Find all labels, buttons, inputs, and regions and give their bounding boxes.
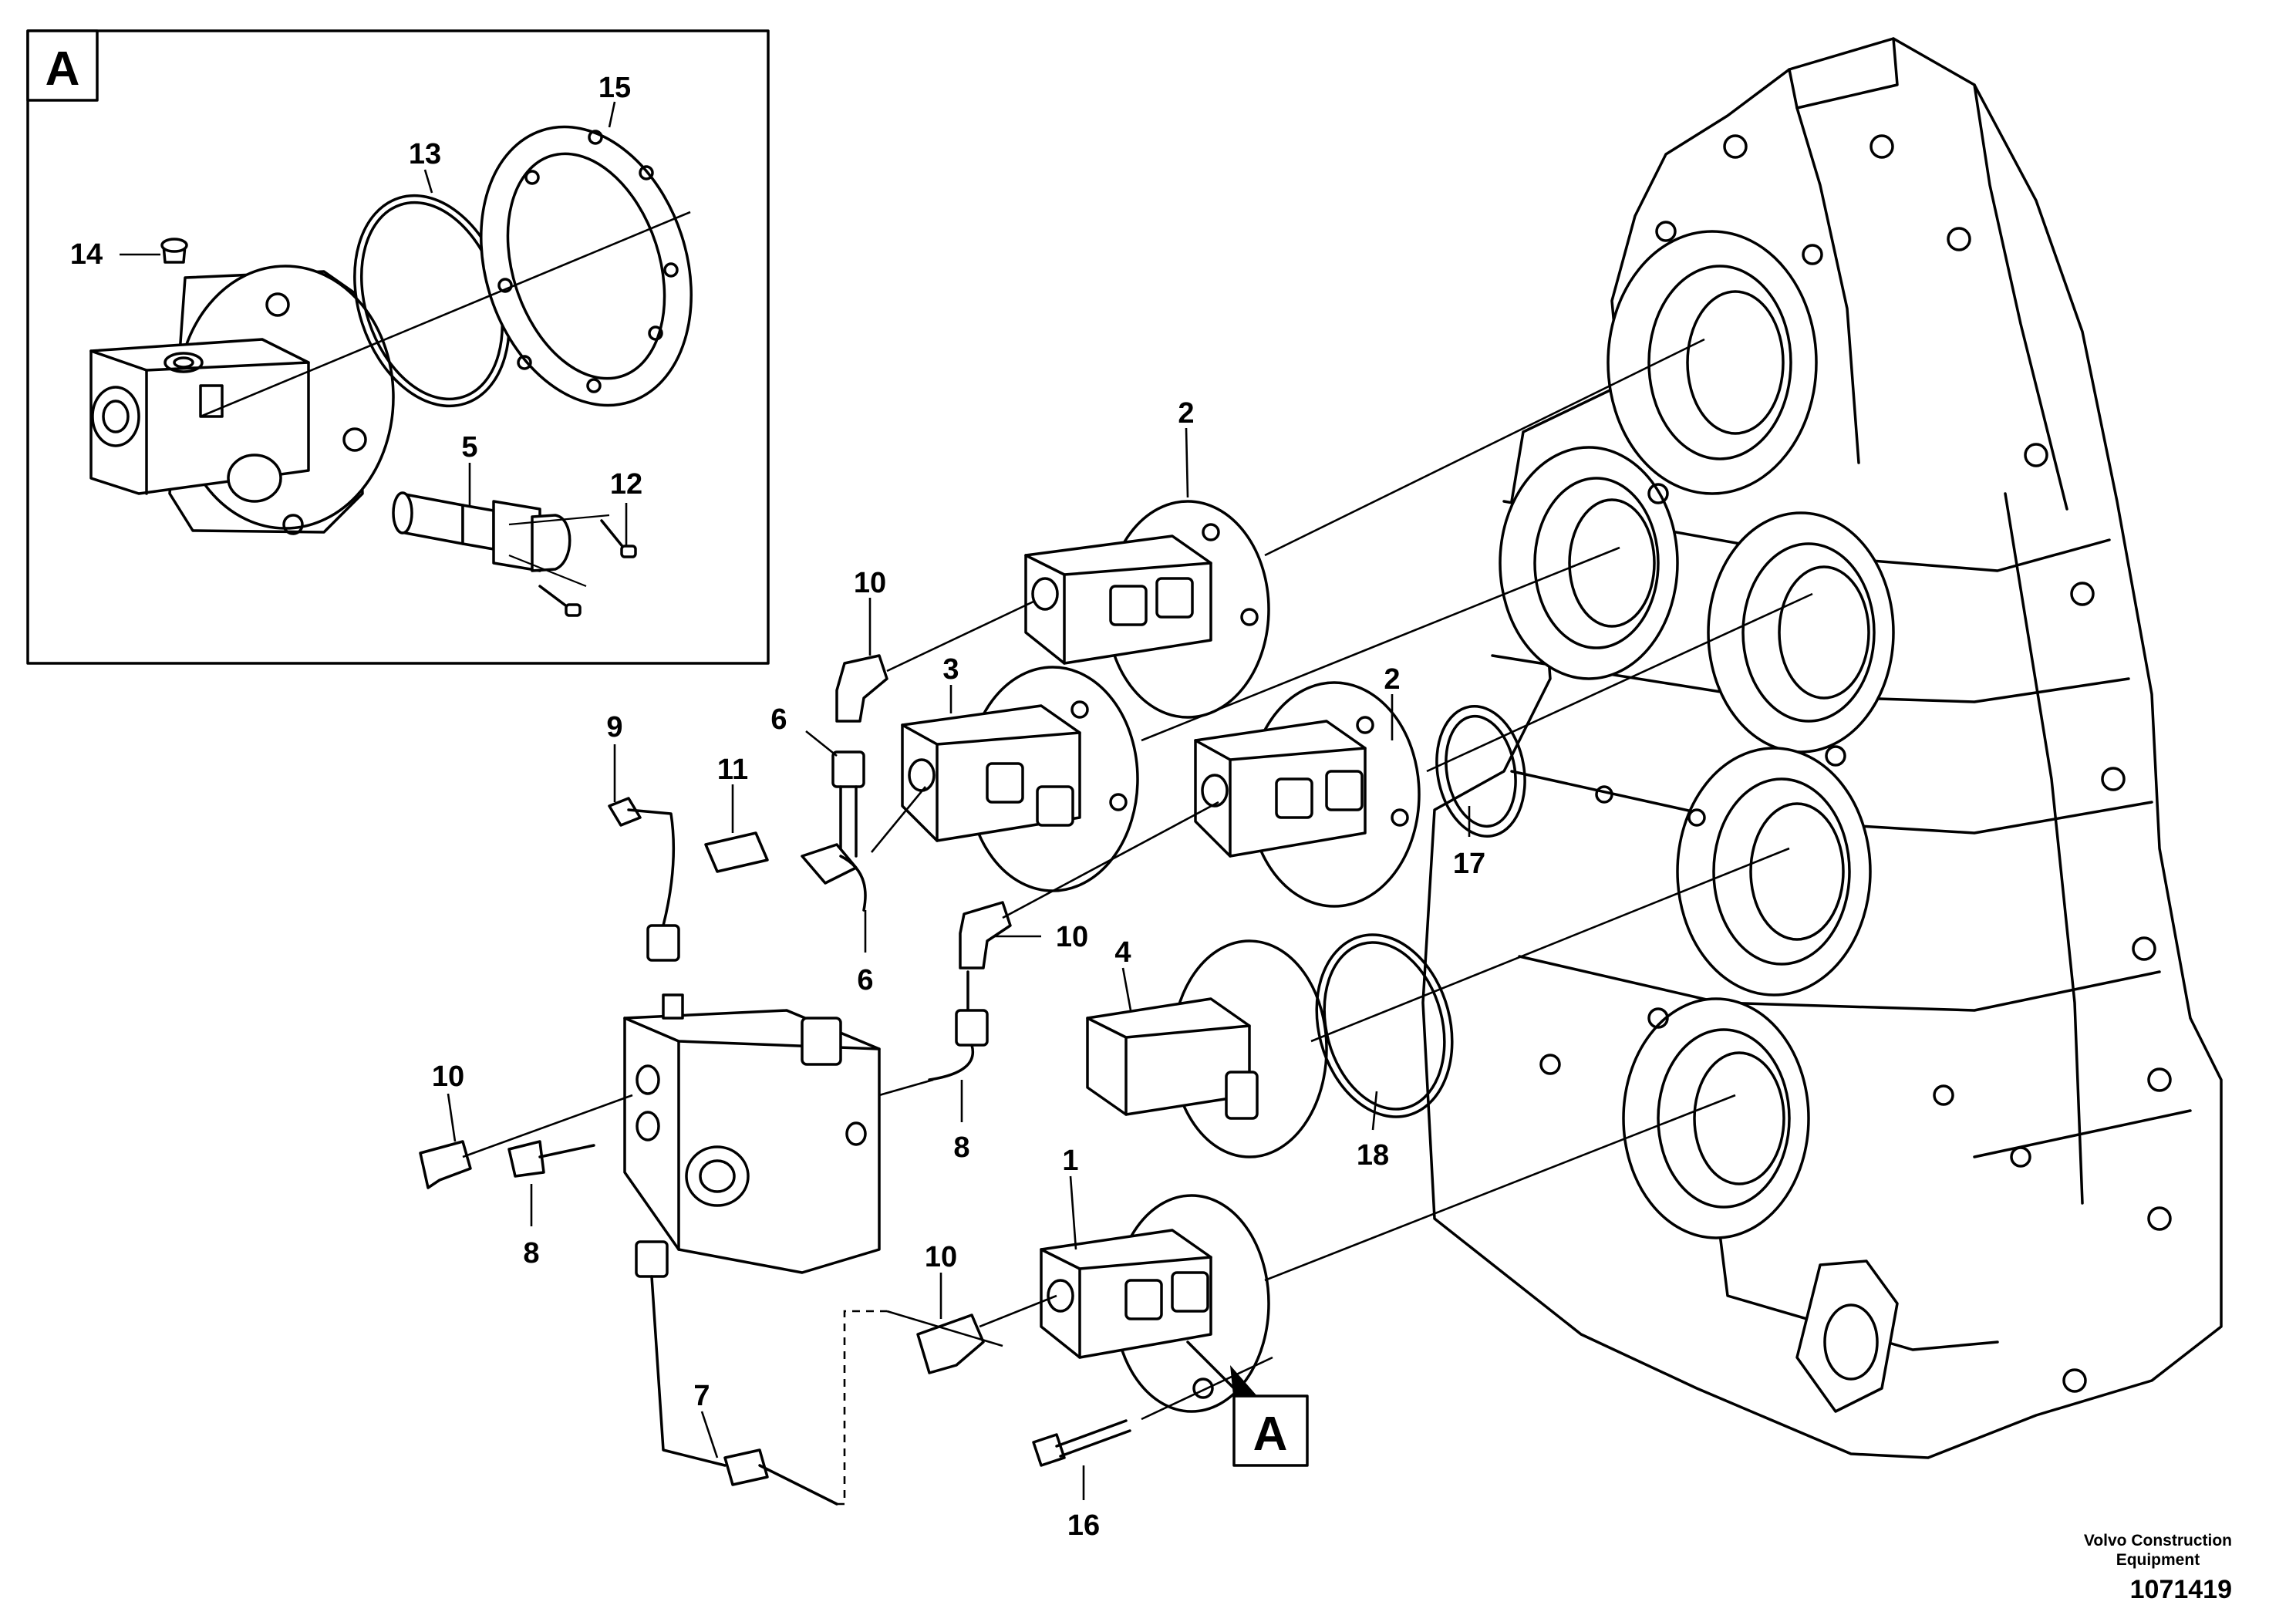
callout-2-middle: 2 <box>1384 663 1400 696</box>
assembly-lines <box>462 338 1813 1421</box>
screws-item-12 <box>538 519 637 617</box>
valve-housing-detail <box>89 265 395 535</box>
callout-6-bottom: 6 <box>857 964 873 996</box>
callout-1: 1 <box>1062 1145 1078 1177</box>
callout-2-top: 2 <box>1178 397 1194 430</box>
valve-item-2-middle <box>1194 681 1421 908</box>
callout-13: 13 <box>409 138 441 170</box>
callout-8-right: 8 <box>953 1131 969 1164</box>
callout-6-top: 6 <box>770 703 787 736</box>
callout-5: 5 <box>461 431 477 464</box>
bore-upper <box>1607 230 1818 495</box>
elbow-fitting-10-a <box>835 654 888 723</box>
bore-middle-left <box>1499 446 1679 680</box>
housing-bolt-holes <box>1539 134 2172 1393</box>
seal-item-17 <box>1435 704 1526 838</box>
callout-9: 9 <box>606 711 622 744</box>
bolt-item-16 <box>1032 1419 1131 1467</box>
bore-middle-right <box>1707 511 1895 754</box>
main-callouts: 2 10 3 6 9 11 2 17 6 10 4 10 8 18 1 10 8 <box>432 397 1485 1542</box>
callout-7: 7 <box>693 1380 710 1412</box>
transmission-housing <box>1421 37 2223 1459</box>
valve-item-1 <box>1040 1194 1270 1413</box>
detail-view-label: A <box>46 42 80 96</box>
valve-item-2-top <box>1024 500 1270 719</box>
elbow-fitting-10-c <box>419 1140 472 1189</box>
detail-marker-label: A <box>1253 1408 1288 1461</box>
o-ring-item-18 <box>1315 933 1454 1118</box>
cover-item-4 <box>1086 939 1328 1158</box>
valve-item-3 <box>901 666 1139 892</box>
detail-label-box <box>26 29 99 102</box>
callout-11: 11 <box>717 754 748 786</box>
callout-15: 15 <box>598 72 631 104</box>
gasket-item-15 <box>480 125 693 407</box>
detail-view-a: A <box>26 29 770 665</box>
callout-4: 4 <box>1114 936 1131 969</box>
brand-line-1: Volvo Construction <box>2083 1532 2232 1549</box>
brand-line-2: Equipment <box>2116 1551 2200 1569</box>
elbow-fitting-10-b <box>959 901 1012 969</box>
callout-10-left: 10 <box>432 1061 464 1093</box>
callout-10-bottom: 10 <box>925 1241 957 1273</box>
plug-item-14 <box>160 238 188 264</box>
figure-reference-number: 1071419 <box>2129 1575 2232 1604</box>
callout-8-left: 8 <box>523 1237 539 1270</box>
dashed-reference-line <box>837 1310 887 1506</box>
callout-3: 3 <box>942 653 959 686</box>
bore-lower <box>1676 747 1872 996</box>
solenoid-item-5 <box>392 491 610 588</box>
callout-14: 14 <box>70 238 103 271</box>
callout-10-middle: 10 <box>1056 921 1088 953</box>
callout-10-top: 10 <box>854 567 886 599</box>
bore-bottom <box>1622 997 1810 1239</box>
detail-marker-a: A <box>1186 1340 1309 1467</box>
callout-12: 12 <box>610 468 642 501</box>
manifold-block <box>623 993 881 1274</box>
brand-caption: Volvo Construction Equipment <box>2084 1531 2232 1570</box>
pipes-and-fittings <box>507 750 989 1506</box>
callout-16: 16 <box>1067 1509 1100 1542</box>
callout-18: 18 <box>1357 1139 1389 1172</box>
elbow-fitting-10-d <box>916 1313 985 1374</box>
callout-17: 17 <box>1453 848 1485 880</box>
drain-port <box>1795 1259 1899 1413</box>
